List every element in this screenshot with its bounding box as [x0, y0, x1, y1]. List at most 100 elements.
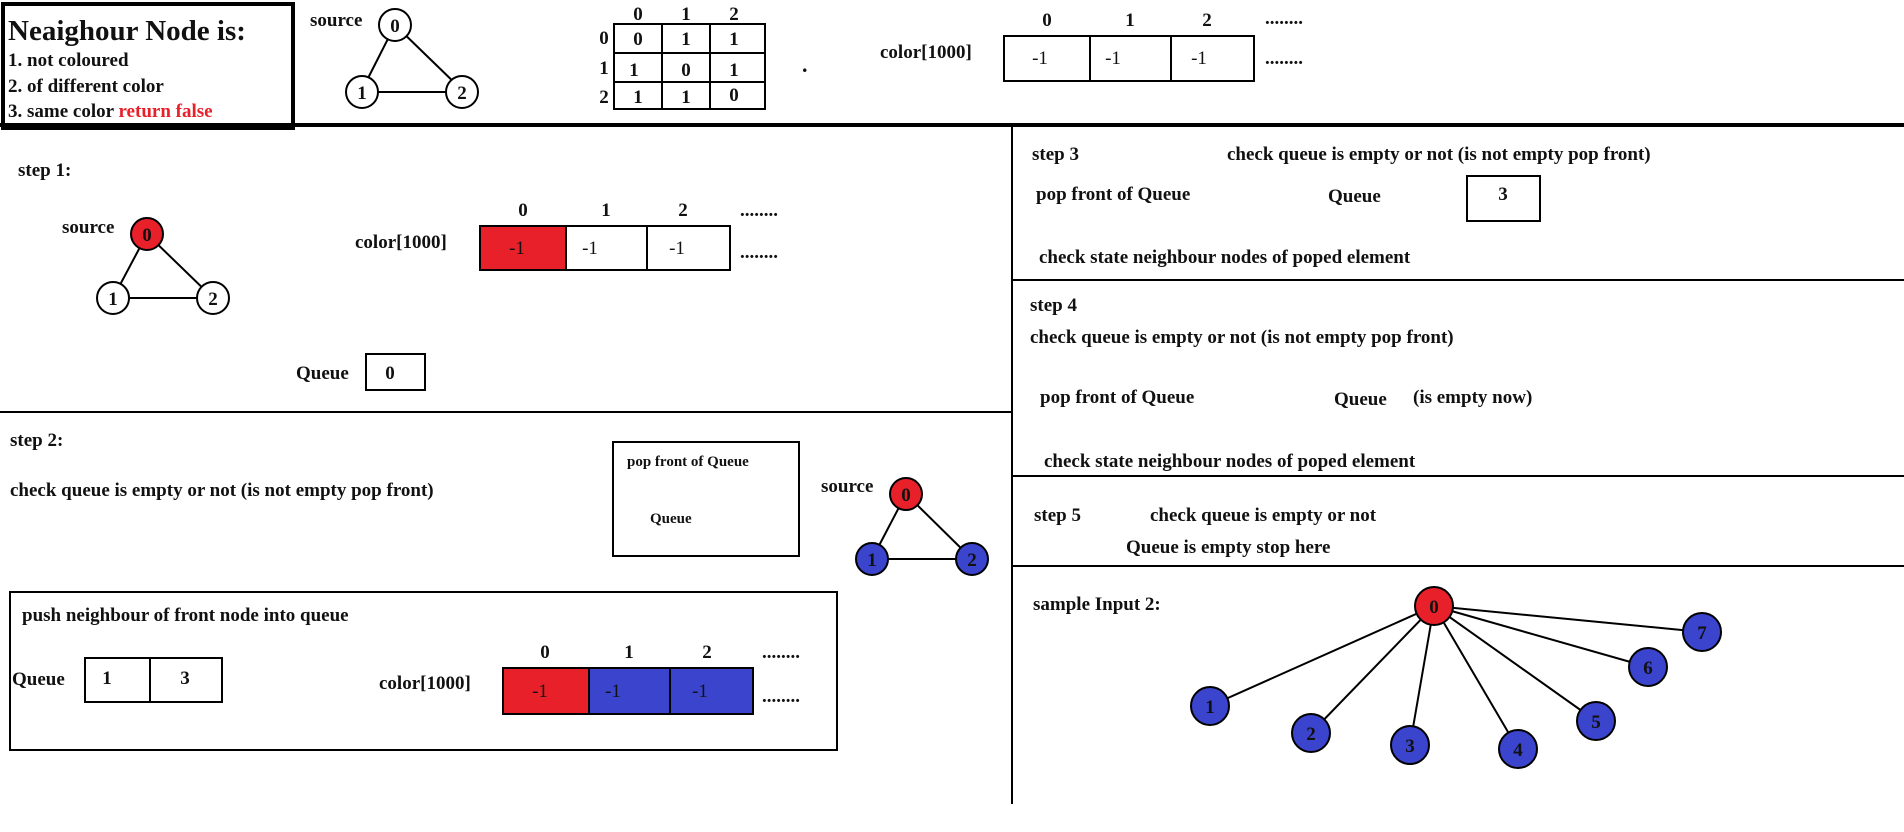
step3-pop: pop front of Queue: [1036, 184, 1190, 205]
push-color-value: -1: [532, 681, 548, 702]
step3-check: check state neighbour nodes of poped ele…: [1039, 247, 1411, 268]
step1-node-1: [96, 281, 130, 315]
push-cell-0-red: [503, 668, 589, 714]
graph-header-label-0: 0: [390, 16, 400, 37]
color-array-dots-top: ........: [1265, 8, 1303, 29]
graph-header-node-1: [345, 75, 379, 109]
step5-title: step 5: [1034, 505, 1081, 526]
step4-pop: pop front of Queue: [1040, 387, 1194, 408]
step1-color-array-label: color[1000]: [355, 232, 447, 253]
step5-text: check queue is empty or not: [1150, 505, 1377, 526]
sample2-edge: [1433, 605, 1597, 722]
sample2-edge: [1433, 605, 1703, 633]
step5-panel: step 5 check queue is empty or not Queue…: [1034, 505, 1377, 558]
push-color-array-label: color[1000]: [379, 673, 471, 694]
push-box: [9, 591, 838, 751]
color-array-index: 0: [1042, 10, 1052, 31]
step2-node-2-blue: [955, 542, 989, 576]
step4-check: check state neighbour nodes of poped ele…: [1044, 451, 1416, 472]
rule-item-3-text: 3. same color: [8, 101, 118, 122]
graph-header-node-0: [378, 8, 412, 42]
push-dots-bottom: ........: [762, 686, 800, 707]
step1-node-0-red: [130, 217, 164, 251]
push-color-index: 1: [624, 642, 634, 663]
step3-queue-item: 3: [1498, 184, 1508, 205]
color-array-index: 2: [1202, 10, 1212, 31]
matrix-cell: 1: [633, 87, 643, 108]
color-array-label: color[1000]: [880, 42, 972, 63]
sample2-node-label-5: 5: [1591, 712, 1601, 733]
color-array-border: [1003, 35, 1255, 82]
sample2-node-label-1: 1: [1205, 697, 1215, 718]
sample2-edge: [1433, 605, 1649, 668]
sample2-node-label-3: 3: [1405, 736, 1415, 757]
step2-pop-box: [612, 441, 800, 557]
matrix-col-header-0: 0: [633, 4, 643, 25]
matrix-row-header-0: 0: [599, 28, 609, 49]
sample2-panel: sample Input 2: 0 1 2 3 4 5 6 7: [1033, 586, 1722, 769]
adjacency-matrix: 0 1 2 0 1 2 0 1 1 1 0 1 1 1 0: [599, 4, 766, 110]
step2-pop-box-queue: Queue: [650, 511, 692, 527]
matrix-cell: 1: [629, 60, 639, 81]
sample2-node-label-6: 6: [1643, 658, 1653, 679]
matrix-cell: 1: [729, 29, 739, 50]
sample2-edge: [1433, 605, 1519, 750]
sample2-edge: [1310, 605, 1435, 734]
step1-color-value: -1: [509, 238, 525, 259]
matrix-cell: 1: [681, 87, 691, 108]
step1-node-label-0: 0: [142, 225, 152, 246]
step2-node-label-1: 1: [867, 550, 877, 571]
step3-text: check queue is empty or not (is not empt…: [1227, 144, 1651, 165]
step1-source-label: source: [62, 217, 114, 238]
step2-pop-box-title: pop front of Queue: [627, 454, 749, 470]
push-queue-label: Queue: [12, 669, 65, 690]
sample2-node-label-7: 7: [1697, 623, 1707, 644]
push-title: push neighbour of front node into queue: [22, 605, 349, 626]
sample2-node-6-blue: [1628, 647, 1668, 687]
matrix-col-header-2: 2: [729, 4, 739, 25]
rule-title: Neaighour Node is:: [8, 15, 246, 47]
step2-node-1-blue: [855, 542, 889, 576]
graph-header-label-1: 1: [357, 83, 367, 104]
matrix-cell: 1: [729, 60, 739, 81]
step3-queue-box: [1466, 175, 1541, 222]
stray-period: .: [802, 52, 808, 77]
color-array-value: -1: [1191, 48, 1207, 69]
step1-dots-bottom: ........: [740, 242, 778, 263]
rule-item-3-highlight: return false: [118, 101, 212, 122]
sample2-edges: [1209, 605, 1703, 750]
sample2-node-label-4: 4: [1513, 740, 1523, 761]
push-color-index: 0: [540, 642, 550, 663]
matrix-row-header-2: 2: [599, 87, 609, 108]
step4-text: check queue is empty or not (is not empt…: [1030, 327, 1454, 348]
step2-source-label: source: [821, 476, 873, 497]
push-color-index: 2: [702, 642, 712, 663]
step2-node-label-0: 0: [901, 485, 911, 506]
sample2-node-1-blue: [1190, 686, 1230, 726]
sample2-node-7-blue: [1682, 612, 1722, 652]
sample2-node-5-blue: [1576, 701, 1616, 741]
push-cell-2-blue: [670, 668, 753, 714]
step4-panel: step 4 check queue is empty or not (is n…: [1030, 295, 1532, 472]
sample2-node-4-blue: [1498, 729, 1538, 769]
sample2-node-label-2: 2: [1306, 724, 1316, 745]
step4-empty: (is empty now): [1413, 387, 1532, 408]
matrix-row-header-1: 1: [599, 58, 609, 79]
push-cell-1-blue: [589, 668, 670, 714]
sample2-node-0-red: [1414, 586, 1454, 626]
sample2-edge: [1209, 605, 1435, 707]
step5-stop: Queue is empty stop here: [1126, 537, 1330, 558]
rule-item-1: 1. not coloured: [8, 50, 129, 71]
step4-queue-label: Queue: [1334, 389, 1387, 410]
rule-item-3: 3. same color return false: [8, 101, 213, 122]
matrix-cell: 0: [633, 29, 643, 50]
step3-panel: step 3 check queue is empty or not (is n…: [1032, 144, 1651, 268]
push-color-array-border: [502, 667, 754, 715]
step1-panel: step 1: source 0 1 2 color[1000] 0 1 2 -…: [18, 160, 778, 391]
push-queue-item: 1: [102, 668, 112, 689]
step2-node-0-red: [889, 477, 923, 511]
sample2-edge: [1409, 605, 1435, 746]
rule-item-2: 2. of different color: [8, 76, 164, 97]
step4-title: step 4: [1030, 295, 1077, 316]
step1-title: step 1:: [18, 160, 71, 181]
